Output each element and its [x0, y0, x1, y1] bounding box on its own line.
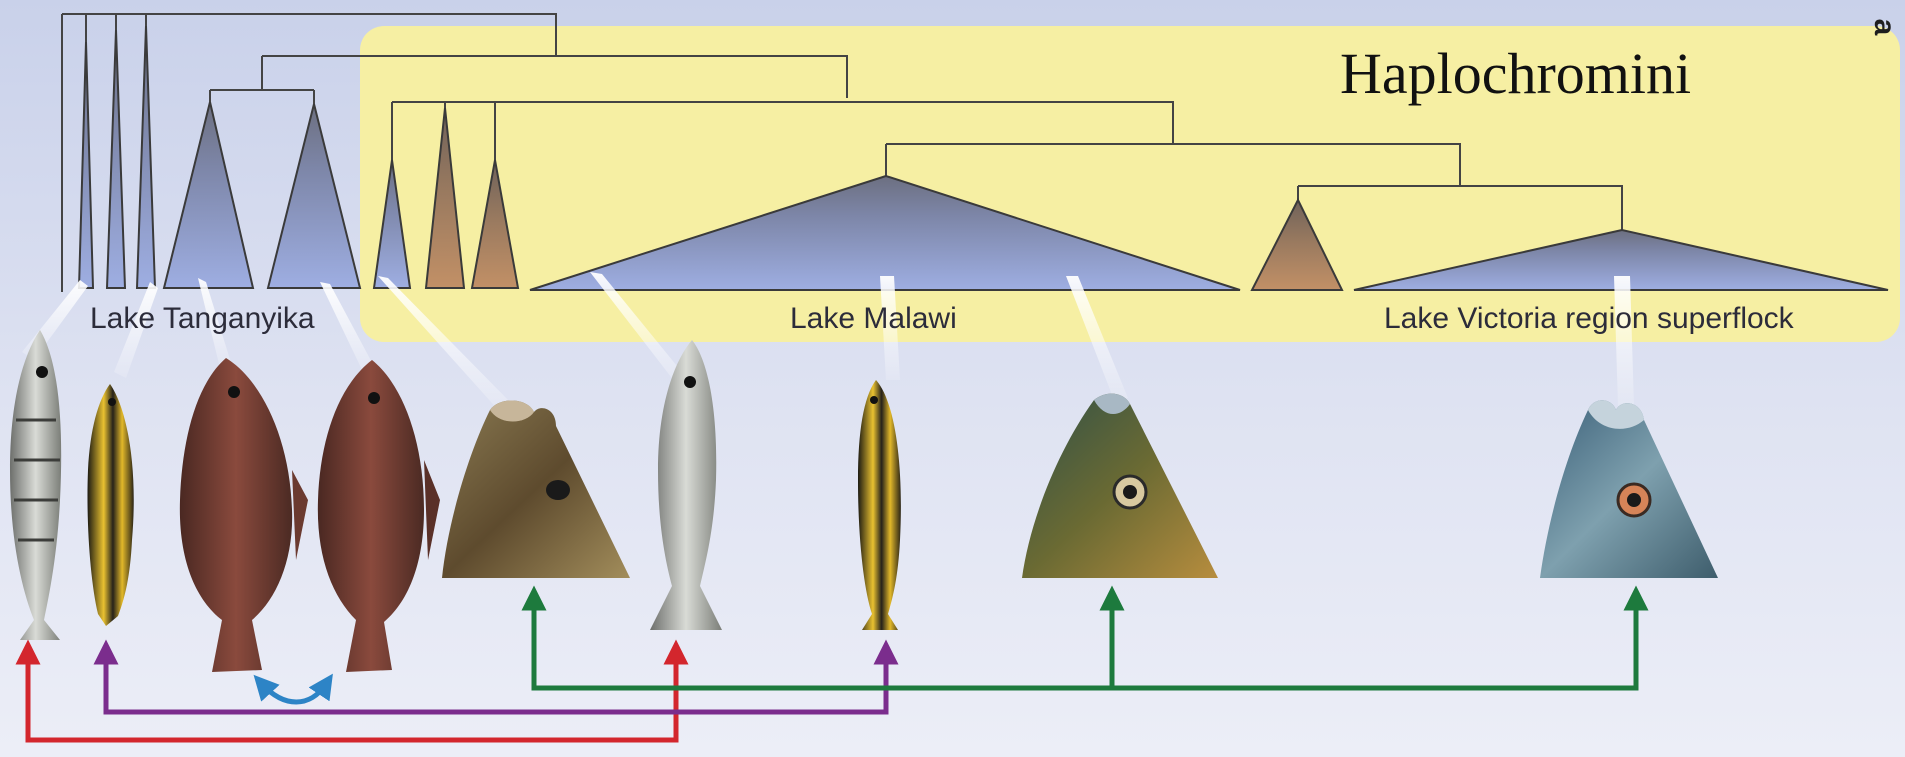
fish-striped-yellow-2-icon: [858, 380, 901, 630]
lake-tanganyika-label: Lake Tanganyika: [90, 302, 315, 336]
fish-deep-bodied-brown-2-icon: [318, 360, 440, 672]
fish-slender-silver-icon: [10, 330, 61, 640]
lake-malawi-label: Lake Malawi: [790, 302, 957, 336]
fish-head-lipped-icon: [442, 400, 630, 578]
fish-deep-bodied-brown-icon: [180, 358, 308, 672]
haplochromini-label: Haplochromini: [1340, 40, 1691, 107]
lineage-triangle-1: [79, 42, 93, 288]
blue-arrow: [262, 684, 326, 702]
fish-slender-silver-2-icon: [650, 340, 722, 630]
fish-head-lipped-blue-icon: [1540, 400, 1718, 578]
fish-head-green-icon: [1022, 394, 1218, 578]
convergence-arrows: [28, 598, 1636, 740]
fish-striped-yellow-icon: [87, 384, 133, 626]
lake-victoria-label: Lake Victoria region superflock: [1384, 302, 1794, 336]
lineage-triangle-3: [137, 26, 155, 288]
tanganyika-clade-2: [268, 104, 360, 288]
lineage-triangle-2: [107, 30, 125, 288]
tanganyika-clade-1: [164, 102, 253, 288]
panel-label: a: [1869, 12, 1899, 42]
